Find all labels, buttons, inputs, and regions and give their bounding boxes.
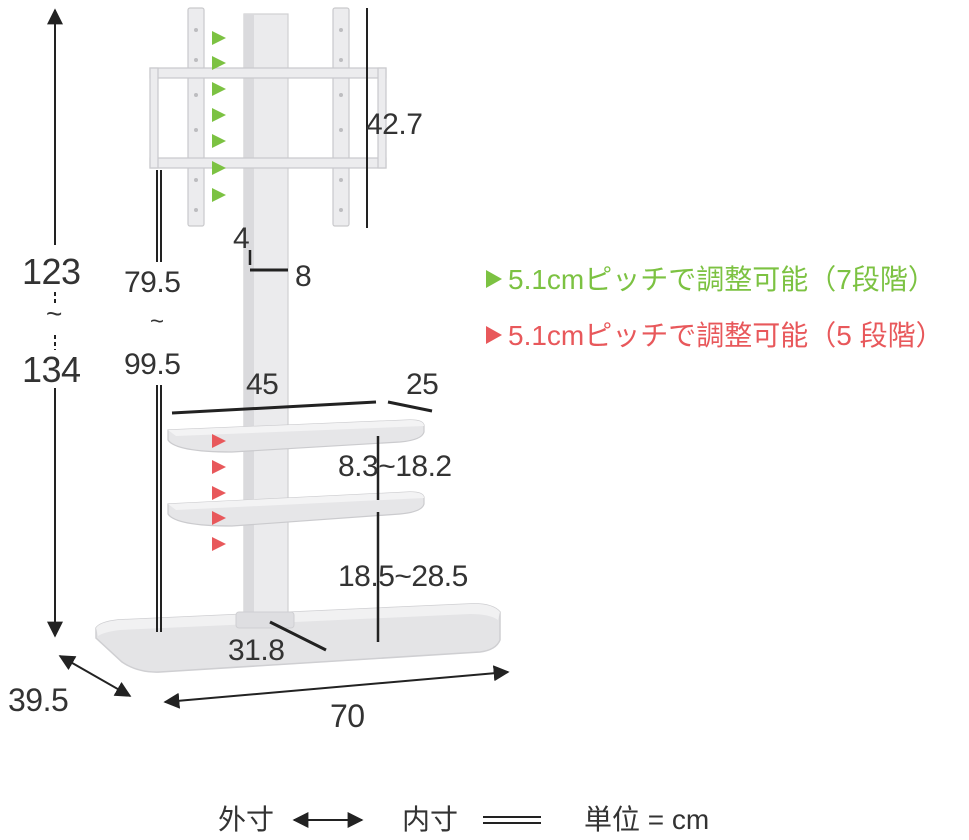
legend-green-text: 5.1cmピッチで調整可能（7段階） bbox=[508, 264, 936, 295]
tv-center-sep-label: ~ bbox=[150, 308, 164, 335]
shelf-width-label: 45 bbox=[246, 368, 279, 401]
red-arrow-icon-3 bbox=[212, 486, 226, 500]
lower-shelf bbox=[167, 491, 425, 527]
tv-bracket bbox=[149, 7, 387, 227]
base-width-label: 70 bbox=[330, 698, 365, 734]
green-arrow-icon-5 bbox=[212, 134, 226, 148]
green-arrow-icon-1 bbox=[212, 31, 226, 45]
base-plate bbox=[95, 603, 501, 673]
red-arrow-icon-5 bbox=[212, 537, 226, 551]
tv-center-min-label: 79.5 bbox=[124, 266, 181, 299]
bracket-holes bbox=[194, 28, 343, 212]
red-arrow-icon-1 bbox=[212, 434, 226, 448]
legend-green: 5.1cmピッチで調整可能（7段階） bbox=[486, 266, 936, 294]
outer-dimension-label: 外寸 bbox=[218, 804, 275, 835]
height-min-label: 123 bbox=[22, 251, 81, 292]
bracket-height-label: 42.7 bbox=[366, 108, 423, 141]
green-arrow-icon-4 bbox=[212, 108, 226, 122]
height-sep-label: ~ bbox=[46, 298, 62, 329]
shelf-height-label: 18.5~28.5 bbox=[338, 560, 468, 593]
green-triangle-icon bbox=[486, 269, 502, 288]
red-arrow-icon-2 bbox=[212, 460, 226, 474]
green-arrow-icon-6 bbox=[212, 161, 226, 175]
upper-shelf bbox=[167, 419, 425, 453]
height-max-label: 134 bbox=[22, 349, 81, 390]
legend-red-text: 5.1cmピッチで調整可能（5 段階） bbox=[508, 320, 944, 351]
red-triangle-icon bbox=[486, 325, 502, 344]
red-arrow-icon-4 bbox=[212, 511, 226, 525]
red-adjust-arrows bbox=[212, 434, 226, 551]
green-adjust-arrows bbox=[212, 31, 226, 202]
pole-depth-label: 4 bbox=[233, 222, 250, 255]
pole-width-label: 8 bbox=[295, 260, 312, 293]
pole bbox=[235, 13, 295, 629]
legend-red: 5.1cmピッチで調整可能（5 段階） bbox=[486, 322, 944, 350]
inner-dimension-label: 内寸 bbox=[402, 804, 459, 835]
base-depth-label: 39.5 bbox=[8, 682, 69, 718]
unit-label: 単位 = cm bbox=[584, 804, 710, 835]
shelf-gap-label: 8.3~18.2 bbox=[338, 450, 452, 483]
dimension-lines bbox=[47, 8, 541, 828]
base-inner-depth-label: 31.8 bbox=[228, 634, 285, 667]
shelf-depth-label: 25 bbox=[406, 368, 439, 401]
tv-center-max-label: 99.5 bbox=[124, 348, 181, 381]
green-arrow-icon-3 bbox=[212, 82, 226, 96]
green-arrow-icon-2 bbox=[212, 56, 226, 70]
green-arrow-icon-7 bbox=[212, 188, 226, 202]
